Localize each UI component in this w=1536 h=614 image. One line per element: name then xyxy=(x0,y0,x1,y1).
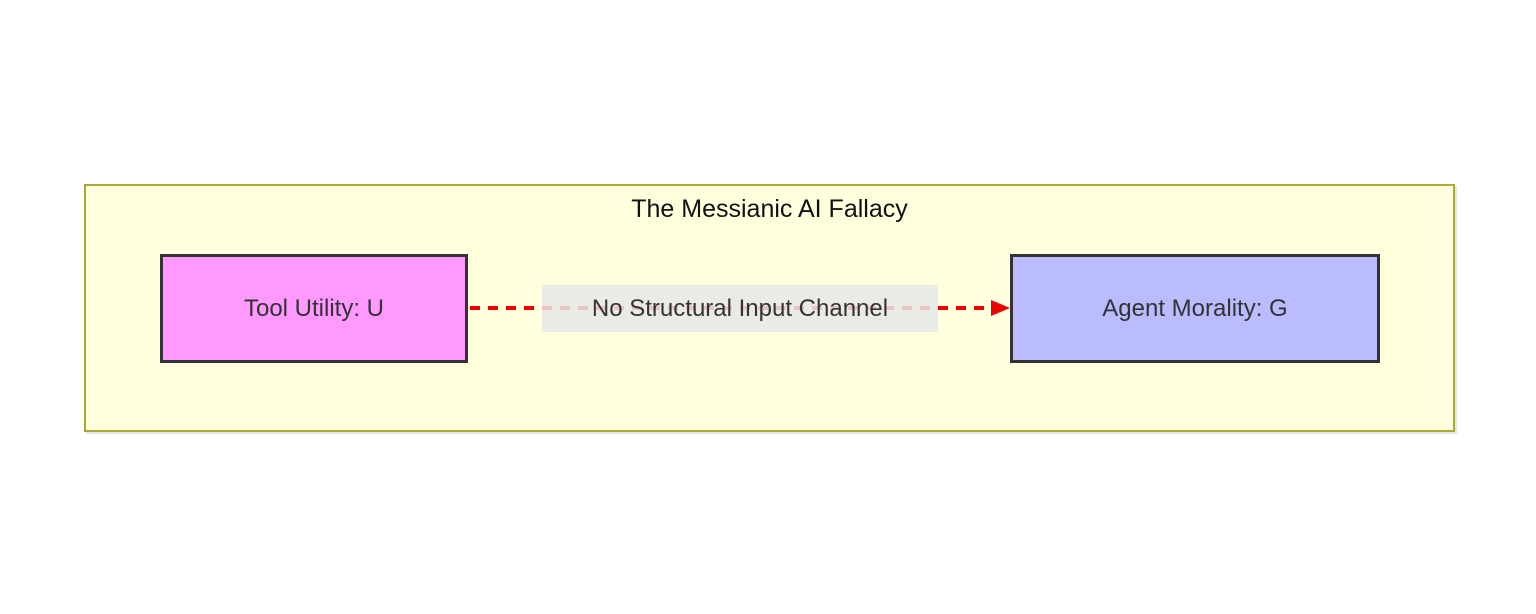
cluster-messianic-ai-fallacy: The Messianic AI Fallacy Tool Utility: U… xyxy=(84,184,1455,432)
arrowhead-right-icon xyxy=(991,300,1010,316)
node-tool-utility-label: Tool Utility: U xyxy=(243,294,385,322)
edge-label: No Structural Input Channel xyxy=(542,285,938,332)
node-agent-morality: Agent Morality: G xyxy=(1010,254,1380,363)
cluster-title: The Messianic AI Fallacy xyxy=(631,195,908,223)
node-agent-morality-label: Agent Morality: G xyxy=(1102,294,1288,322)
node-tool-utility: Tool Utility: U xyxy=(160,254,468,363)
